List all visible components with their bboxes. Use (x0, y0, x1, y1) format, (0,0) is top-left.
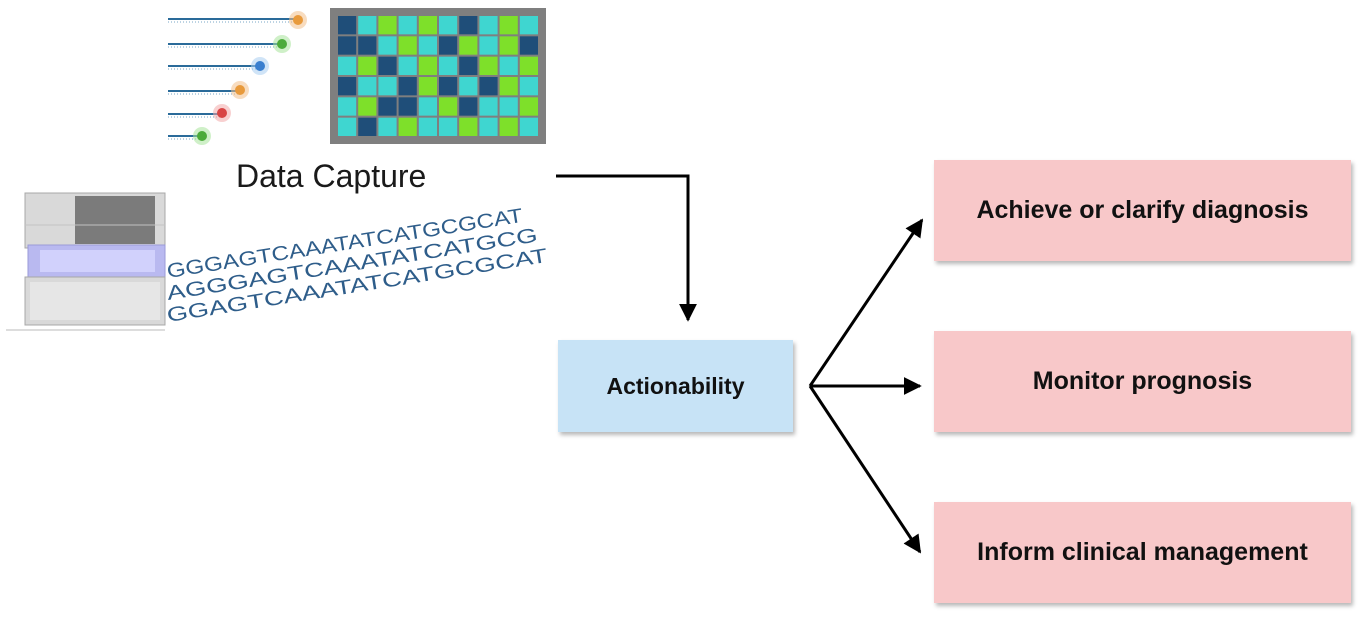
microarray-cell (519, 97, 538, 116)
arrow-capture-to-actionability (556, 174, 697, 322)
microarray-cell (499, 117, 518, 136)
microarray-cell (439, 97, 458, 116)
outcome-diagnosis-box: Achieve or clarify diagnosis (934, 160, 1351, 261)
microarray-cell (358, 97, 377, 116)
microarray-cell (499, 97, 518, 116)
microarray-cell (499, 36, 518, 55)
outcome-management-box: Inform clinical management (934, 502, 1351, 603)
microarray-cell (378, 77, 397, 96)
microarray-cell (418, 16, 437, 35)
microarray-cell (479, 97, 498, 116)
microarray-cell (338, 117, 357, 136)
microarray-cell (519, 36, 538, 55)
microarray-cell (439, 36, 458, 55)
arrow-to-management (808, 385, 922, 554)
microarray-cell (459, 56, 478, 75)
microarray-cell (439, 117, 458, 136)
microarray-cell (479, 117, 498, 136)
microarray-cell (398, 117, 417, 136)
microarray-cell (378, 16, 397, 35)
microarray-cell (398, 36, 417, 55)
microarray-cell (418, 77, 437, 96)
microarray-cell (519, 77, 538, 96)
microarray-cell (479, 36, 498, 55)
microarray-cell (398, 56, 417, 75)
microarray-cell (338, 16, 357, 35)
microarray-cell (499, 77, 518, 96)
microarray-cell (479, 77, 498, 96)
microarray-cell (499, 56, 518, 75)
microarray-cell (459, 36, 478, 55)
microarray-cell (338, 97, 357, 116)
microarray-cell (459, 97, 478, 116)
microarray-cell (459, 117, 478, 136)
microarray-cell (459, 16, 478, 35)
microarray-cell (418, 36, 437, 55)
microarray-cell (378, 36, 397, 55)
microarray-cell (358, 36, 377, 55)
microarray-cell (358, 56, 377, 75)
microarray-cell (519, 117, 538, 136)
microarray-cell (418, 117, 437, 136)
microarray-cell (398, 77, 417, 96)
microarray-cell (338, 36, 357, 55)
microarray-cell (338, 77, 357, 96)
microarray-cell (398, 16, 417, 35)
microarray-cell (358, 117, 377, 136)
outcome-prognosis-box: Monitor prognosis (934, 331, 1351, 432)
microarray-cell (479, 56, 498, 75)
actionability-box: Actionability (558, 340, 793, 432)
microarray-cell (519, 56, 538, 75)
microarray-cell (418, 97, 437, 116)
microarray-cell (439, 16, 458, 35)
microarray-cell (418, 56, 437, 75)
microarray-cell (378, 117, 397, 136)
microarray-cell (479, 16, 498, 35)
microarray-cell (358, 16, 377, 35)
microarray-cell (338, 56, 357, 75)
microarray-cell (499, 16, 518, 35)
microarray-cell (358, 77, 377, 96)
microarray-cell (439, 56, 458, 75)
microarray-cell (378, 97, 397, 116)
sequencer-machine-icon (6, 192, 166, 331)
data-capture-label: Data Capture (236, 158, 427, 194)
probe-strands-icon (168, 11, 307, 145)
microarray-cell (378, 56, 397, 75)
microarray-cell (459, 77, 478, 96)
microarray-cell (519, 16, 538, 35)
microarray-cell (439, 77, 458, 96)
arrow-to-diagnosis (808, 218, 924, 387)
microarray-cell (398, 97, 417, 116)
